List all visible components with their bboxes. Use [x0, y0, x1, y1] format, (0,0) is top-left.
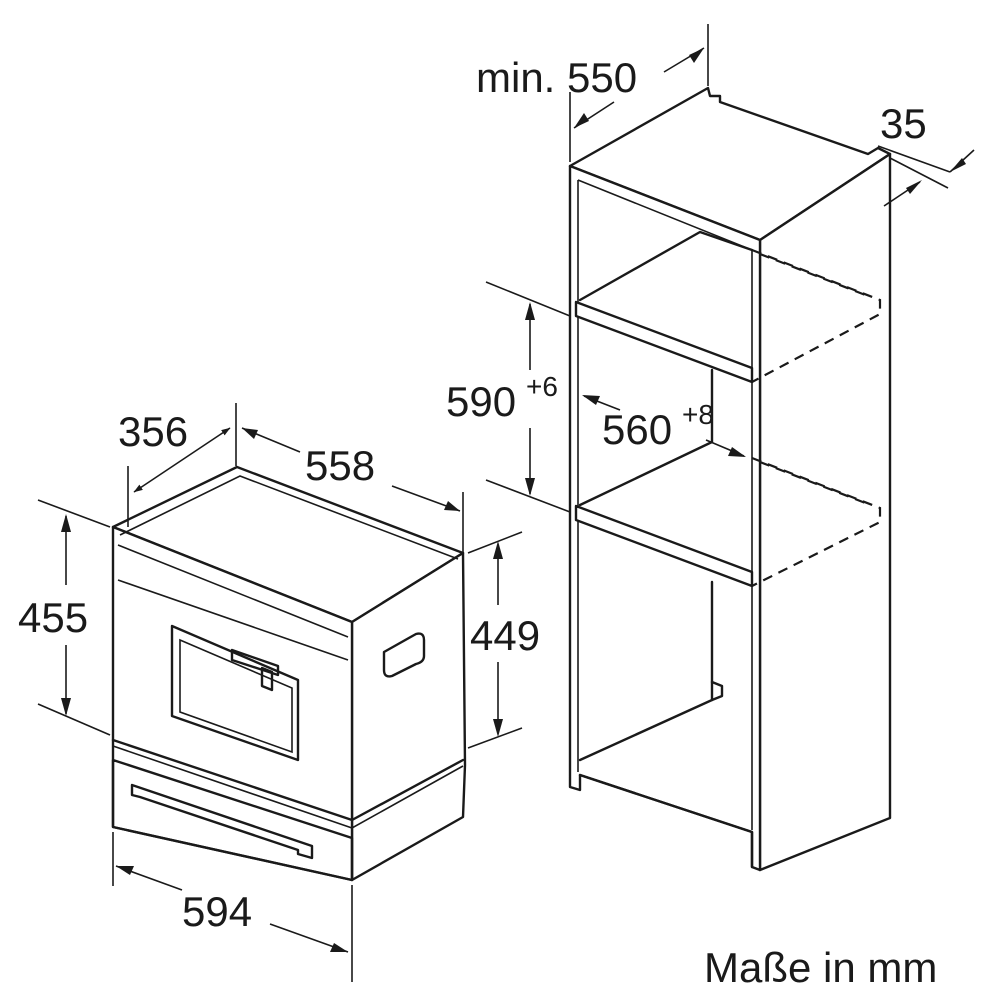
units-note: Maße in mm: [704, 944, 937, 991]
coffee-spout: [230, 648, 280, 677]
dispenser-opening: [170, 624, 300, 762]
warming-drawer-front: [111, 758, 354, 882]
dim-width-594: 594: [182, 888, 252, 935]
drawer-separator: [111, 738, 465, 822]
cabinet-plinth: [578, 773, 754, 869]
dim-panel-35: 35: [880, 100, 927, 147]
side-handle-recess: [382, 632, 426, 678]
dim-niche-width: 560: [602, 406, 672, 453]
dim-niche-width-tolerance: +8: [682, 399, 714, 430]
dim-width-558: 558: [305, 442, 375, 489]
dim-cabinet-depth: min. 550: [476, 54, 637, 101]
dim-niche-height-tolerance: +6: [526, 371, 558, 402]
cabinet-dimensions: min. 550 35 590 +6 560 +8: [446, 24, 975, 513]
dim-height-455: 455: [18, 594, 88, 641]
niche-back: [578, 368, 714, 507]
lower-compartment-back: [578, 580, 714, 762]
coffee-machine-drawing: [111, 465, 467, 882]
tall-cabinet-drawing: [568, 86, 892, 872]
appliance-front-bezel: [117, 544, 349, 638]
dim-depth-356: 356: [118, 408, 188, 455]
drawer-handle: [130, 783, 314, 860]
upper-compartment-back: [578, 230, 754, 302]
dim-niche-height: 590: [446, 378, 516, 425]
dim-height-449: 449: [470, 612, 540, 659]
appliance-dimensions: 356 558 455 449 594: [18, 403, 540, 982]
